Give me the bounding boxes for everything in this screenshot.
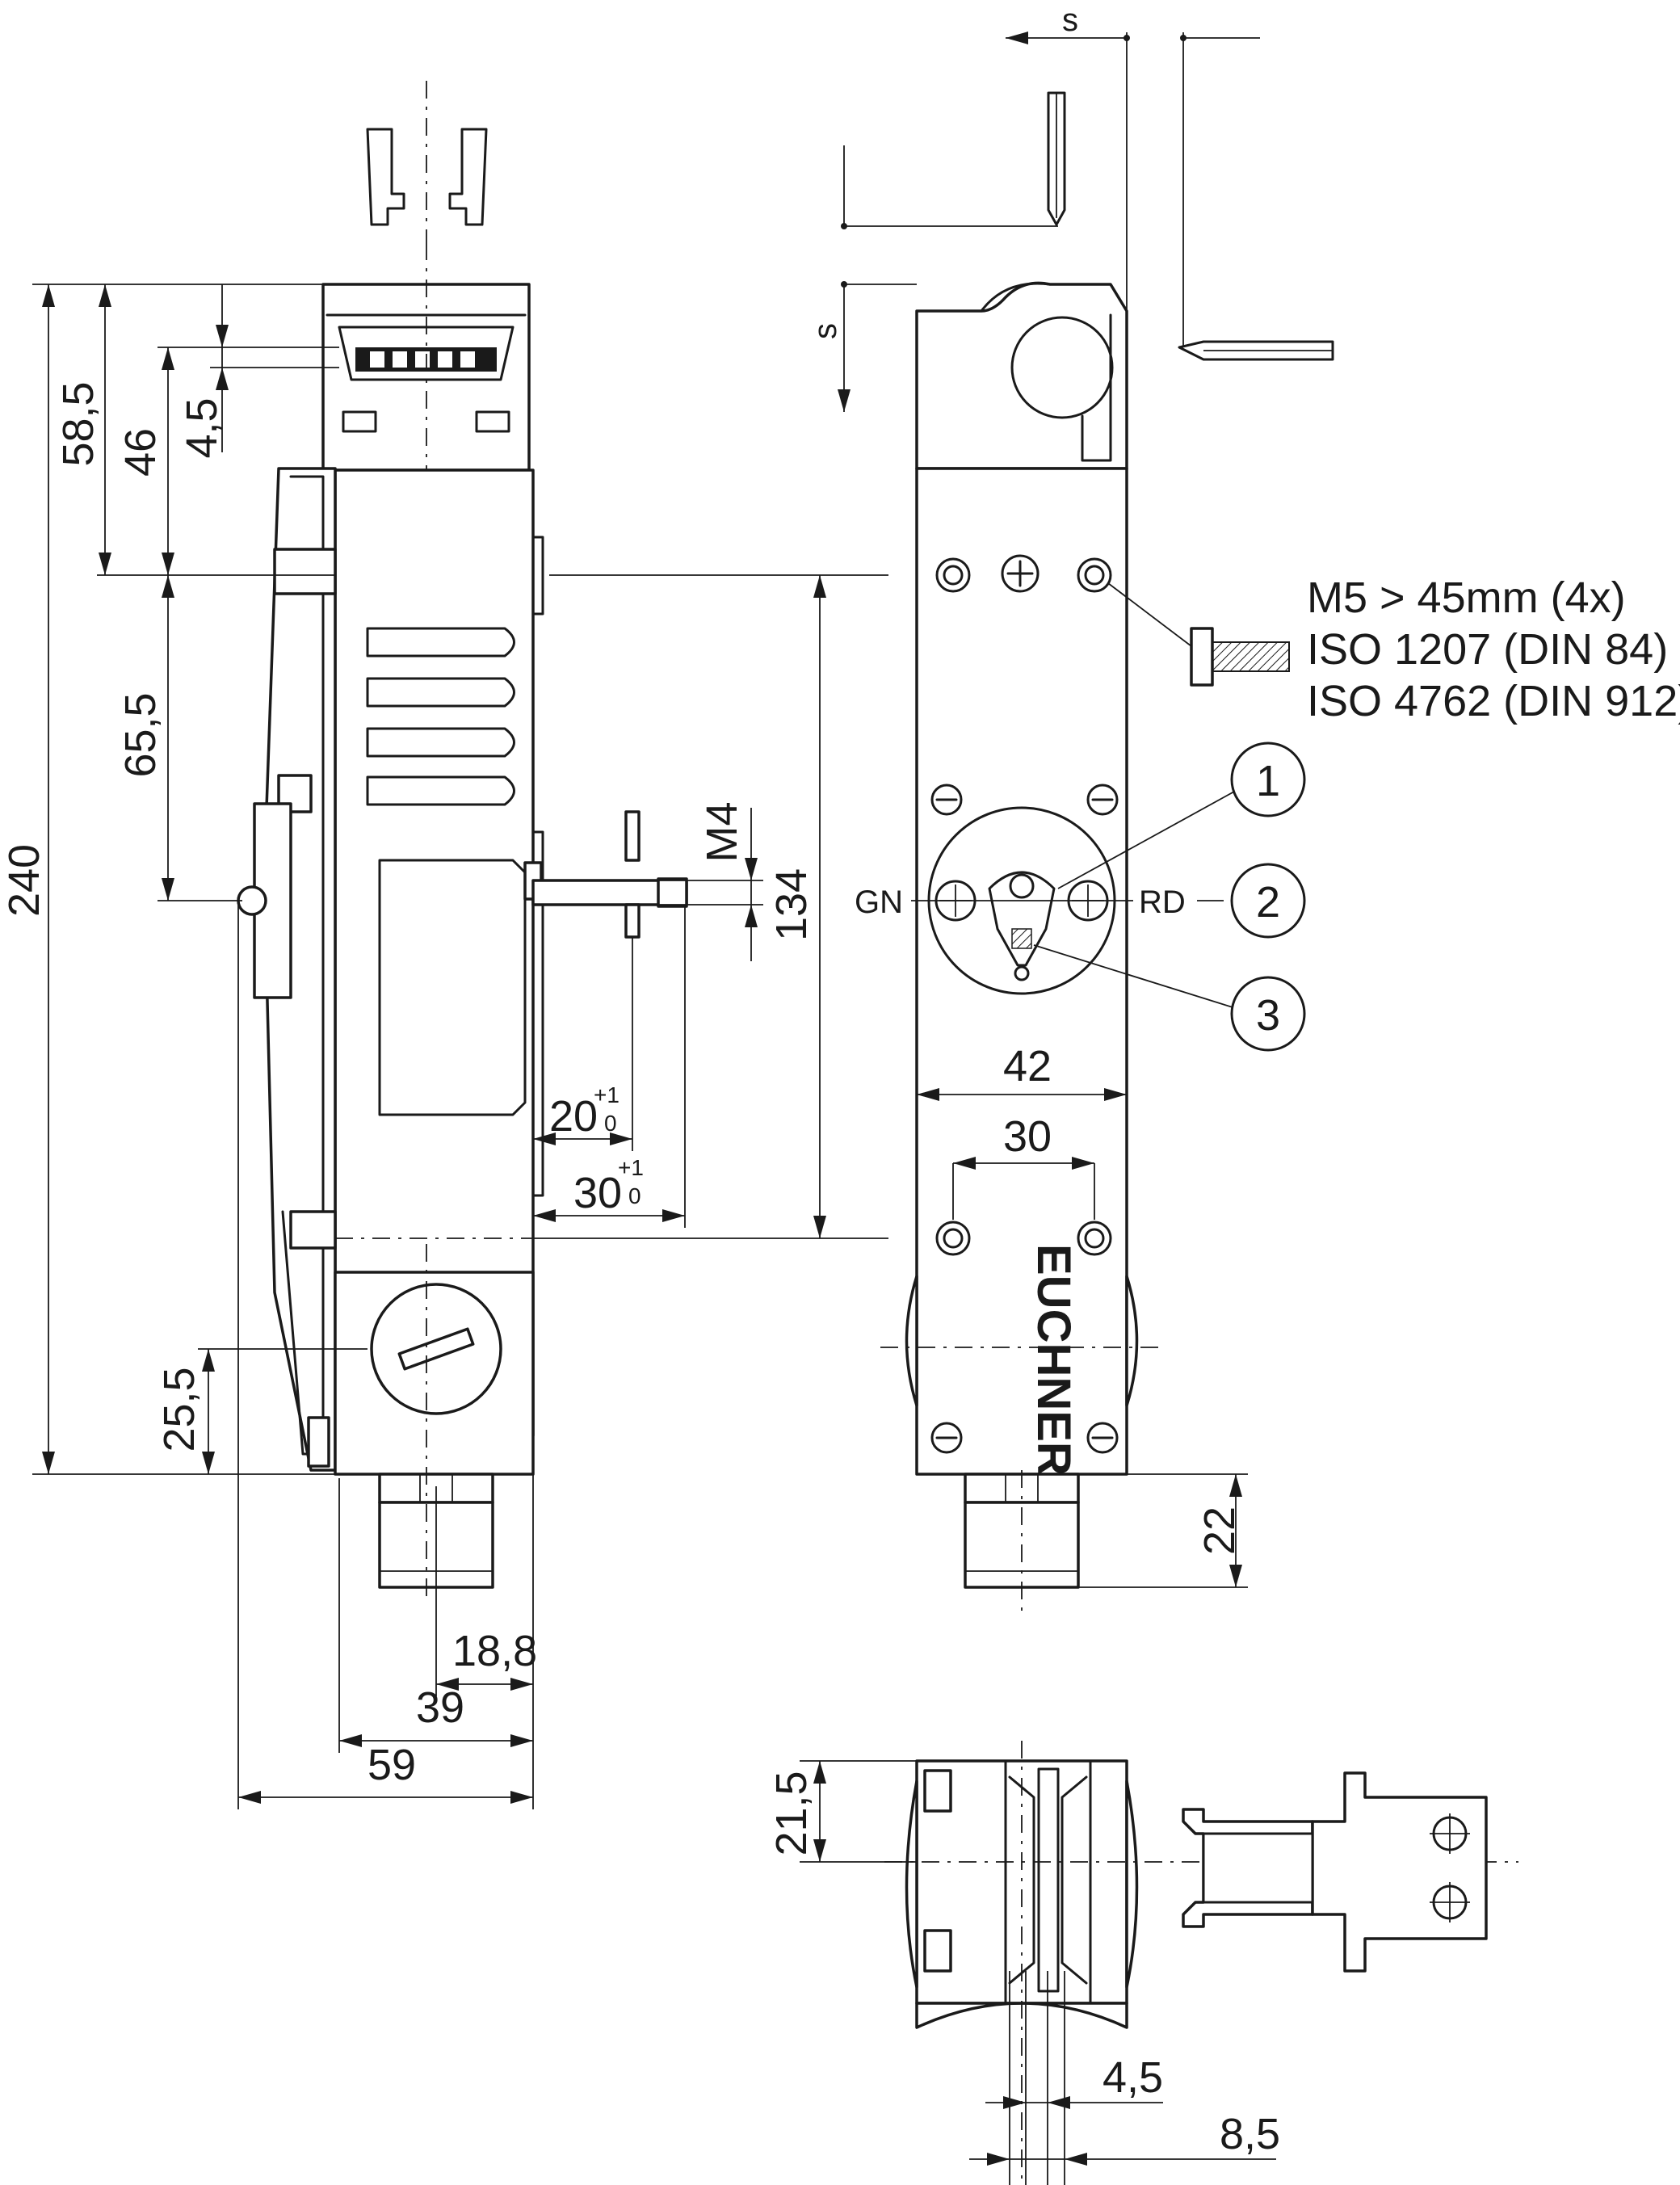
dim-22: 22 [1195, 1506, 1244, 1555]
dim-39: 39 [416, 1683, 464, 1732]
dim-18-8: 18,8 [452, 1627, 537, 1675]
dim-134: 134 [767, 868, 816, 941]
label-gn: GN [855, 885, 903, 920]
svg-text:1: 1 [1256, 757, 1280, 805]
housing-recess [378, 859, 527, 1116]
dim-20: 20 [549, 1092, 598, 1141]
release-pin [523, 810, 688, 939]
screw-note: M5 > 45mm (4x) ISO 1207 (DIN 84) ISO 476… [1107, 574, 1680, 725]
actuator-flat [1182, 1771, 1488, 1973]
screw-note-line1: M5 > 45mm (4x) [1307, 574, 1626, 622]
dim-25-5: 25,5 [155, 1367, 204, 1452]
screw-note-line2: ISO 1207 (DIN 84) [1307, 625, 1668, 674]
dim-30-left: 30 [573, 1169, 622, 1217]
dim-8-5: 8,5 [1220, 2110, 1280, 2158]
dimensions-front-view: 42 30 22 [917, 1042, 1248, 1588]
front-view: s s [808, 2, 1334, 1611]
brand-logo: EUCHNER [1027, 1244, 1080, 1476]
dim-42: 42 [1003, 1042, 1052, 1090]
dim-59: 59 [368, 1741, 416, 1789]
dimensions-top-view: 21,5 4,5 8,5 [767, 1760, 1280, 2185]
dim-30-right: 30 [1003, 1112, 1052, 1161]
svg-text:2: 2 [1256, 878, 1280, 927]
tol-30-zero: 0 [628, 1183, 641, 1208]
dim-s-top: s [1062, 2, 1078, 38]
dim-58-5: 58,5 [54, 381, 103, 466]
callout-3: 3 [1033, 944, 1306, 1052]
front-head-opening [1010, 316, 1114, 419]
dim-65-5: 65,5 [116, 692, 165, 777]
front-head [915, 281, 1128, 470]
dim-m4: M4 [698, 801, 746, 862]
dim-46: 46 [116, 428, 165, 477]
svg-text:3: 3 [1256, 991, 1280, 1040]
dim-s-side: s [808, 323, 843, 339]
side-view [237, 81, 688, 1603]
tol-20-plus: +1 [594, 1082, 620, 1107]
tol-20-zero: 0 [604, 1111, 617, 1136]
mounting-holes [930, 554, 1119, 1454]
dimensions-side-view: 240 58,5 46 4,5 65,5 25,5 M4 134 [0, 284, 888, 1809]
callout-2: 2 [1230, 863, 1306, 939]
dim-21-5: 21,5 [767, 1771, 816, 1855]
dim-4-5-bottom: 4,5 [1102, 2053, 1163, 2102]
cooling-fins [366, 627, 515, 806]
top-view [884, 1741, 1518, 2181]
screw-note-line3: ISO 4762 (DIN 912) [1307, 677, 1680, 725]
front-housing [915, 467, 1128, 1476]
callout-1: 1 [1057, 742, 1306, 889]
actuator-tongue-top [366, 81, 488, 242]
dim-4-5-top: 4,5 [178, 397, 226, 458]
dim-240: 240 [0, 844, 48, 917]
key-lock [370, 1283, 502, 1415]
label-rd: RD [1139, 885, 1186, 920]
tol-30-plus: +1 [618, 1155, 644, 1180]
